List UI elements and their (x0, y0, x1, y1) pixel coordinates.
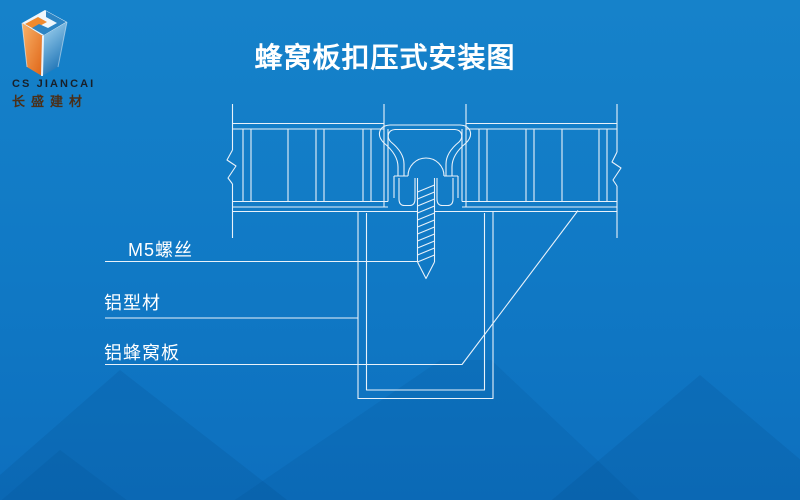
leader-honeycomb-panel (105, 210, 579, 366)
honeycomb-panel-left (233, 122, 389, 208)
screw (407, 157, 445, 280)
screw-thread-hatch (417, 184, 435, 263)
screw-tip (417, 261, 435, 280)
break-line-left (226, 104, 237, 238)
diagram-label-honeycomb-panel: 铝蜂窝板 (104, 343, 180, 363)
break-line-right (611, 104, 622, 238)
aluminum-profile-rect (357, 211, 494, 400)
honeycomb-panel-right (461, 122, 617, 208)
seam-edge-lines (383, 104, 467, 124)
cube-logo-icon (21, 10, 68, 77)
clip-cap-profile (378, 124, 472, 207)
brand-name-en: CS JIANCAI (12, 78, 96, 90)
diagram-label-aluminum-profile: 铝型材 (104, 293, 161, 313)
diagram-label-m5-screw: M5螺丝 (128, 240, 194, 260)
screw-head-dome (407, 157, 445, 177)
leader-lines (105, 210, 579, 366)
brand-logo: CS JIANCAI 长盛建材 (10, 4, 130, 109)
page-title: 蜂窝板扣压式安装图 (254, 42, 516, 73)
brand-name-cn: 长盛建材 (12, 94, 89, 109)
